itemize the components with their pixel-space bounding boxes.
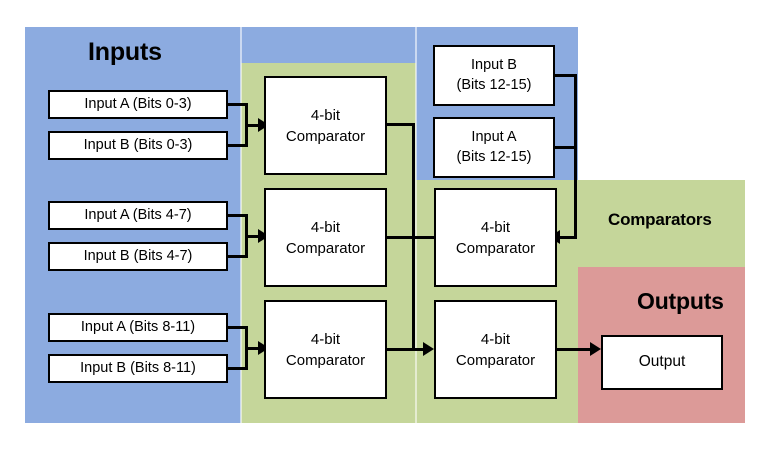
- zone-panel-comparators-label: [578, 180, 745, 267]
- input-box-a-bits-4-7[interactable]: Input A (Bits 4-7): [48, 201, 228, 230]
- comparator-box-1[interactable]: 4-bit Comparator: [264, 76, 387, 175]
- input-box-label: Input B (Bits 0-3): [83, 136, 193, 153]
- input-box-label: Input B (Bits 4-7): [83, 247, 193, 264]
- input-box-a-bits-12-15[interactable]: Input A (Bits 12-15): [433, 117, 555, 178]
- wire-cmp1-output-stub: [385, 123, 415, 126]
- comparator-label-line2: Comparator: [285, 127, 366, 145]
- comparator-box-3[interactable]: 4-bit Comparator: [264, 300, 387, 399]
- comparator-label-line1: 4-bit: [310, 106, 341, 124]
- input-box-a-bits-8-11[interactable]: Input A (Bits 8-11): [48, 313, 228, 342]
- arrow-into-comparator-2: [258, 229, 269, 243]
- wire-bus-8-11-to-cmp3: [245, 347, 262, 350]
- input-box-a-bits-0-3[interactable]: Input A (Bits 0-3): [48, 90, 228, 119]
- wire-bus-4-7-to-cmp2: [245, 235, 262, 238]
- comparator-label-line1: 4-bit: [310, 330, 341, 348]
- input-box-b-bits-8-11[interactable]: Input B (Bits 8-11): [48, 354, 228, 383]
- arrow-into-comparator-3: [258, 341, 269, 355]
- comparator-label-line1: 4-bit: [310, 218, 341, 236]
- input-box-label-line1: Input A: [471, 128, 517, 145]
- zone-title-comparators: Comparators: [608, 210, 712, 229]
- wire-bus-to-cmp4-left: [404, 236, 436, 239]
- wire-bus-12-15-vertical: [574, 74, 577, 239]
- wire-bus-12-15-to-cmp4: [560, 236, 577, 239]
- wire-b-12-15-horizontal: [553, 74, 577, 77]
- comparator-label-line1: 4-bit: [480, 218, 511, 236]
- input-box-label: Input A (Bits 8-11): [80, 318, 196, 335]
- comparator-label-line2: Comparator: [455, 351, 536, 369]
- wire-bus-0-3-to-cmp1: [245, 124, 262, 127]
- input-box-label-line2: (Bits 12-15): [456, 76, 532, 93]
- comparator-label-line2: Comparator: [285, 351, 366, 369]
- comparator-label-line1: 4-bit: [480, 330, 511, 348]
- wire-a-8-11-horizontal: [226, 326, 248, 329]
- comparator-label-line2: Comparator: [455, 239, 536, 257]
- wire-a-12-15-horizontal: [553, 146, 577, 149]
- comparator-label-line2: Comparator: [285, 239, 366, 257]
- arrow-into-comparator-5: [423, 342, 434, 356]
- input-box-b-bits-0-3[interactable]: Input B (Bits 0-3): [48, 131, 228, 160]
- zone-title-outputs: Outputs: [637, 288, 724, 314]
- input-box-label-line2: (Bits 12-15): [456, 148, 532, 165]
- input-box-label-line1: Input B: [471, 56, 517, 73]
- wire-b-8-11-horizontal: [226, 367, 248, 370]
- wire-b-0-3-horizontal: [226, 144, 248, 147]
- input-box-label: Input A (Bits 0-3): [84, 95, 192, 112]
- zone-seam-mid: [415, 27, 417, 423]
- zone-panel-inputs-mid: [241, 27, 416, 63]
- comparator-box-4[interactable]: 4-bit Comparator: [434, 188, 557, 287]
- input-box-b-bits-12-15[interactable]: Input B (Bits 12-15): [433, 45, 555, 106]
- input-box-b-bits-4-7[interactable]: Input B (Bits 4-7): [48, 242, 228, 271]
- comparator-box-5[interactable]: 4-bit Comparator: [434, 300, 557, 399]
- input-box-label: Input A (Bits 4-7): [84, 206, 192, 223]
- input-box-label: Input B (Bits 8-11): [80, 359, 196, 376]
- wire-cmp3-output-to-cmp5: [385, 348, 428, 351]
- output-box-label: Output: [638, 353, 686, 371]
- zone-title-inputs: Inputs: [88, 38, 162, 66]
- wire-a-0-3-horizontal: [226, 103, 248, 106]
- arrow-into-comparator-1: [258, 118, 269, 132]
- wire-b-4-7-horizontal: [226, 255, 248, 258]
- zone-seam-left: [240, 27, 242, 423]
- comparator-box-2[interactable]: 4-bit Comparator: [264, 188, 387, 287]
- wire-a-4-7-horizontal: [226, 214, 248, 217]
- wire-cmp5-to-output: [555, 348, 594, 351]
- output-box[interactable]: Output: [601, 335, 723, 390]
- arrow-into-output: [590, 342, 601, 356]
